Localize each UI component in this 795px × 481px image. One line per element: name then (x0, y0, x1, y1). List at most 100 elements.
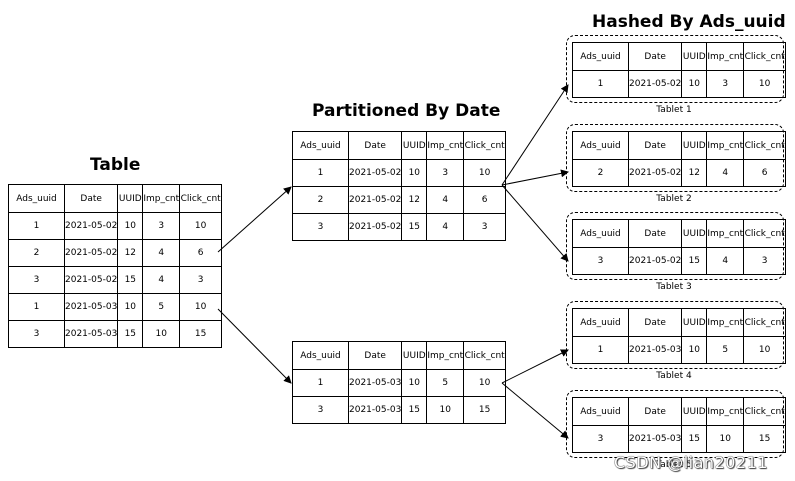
table-cell: 10 (743, 336, 787, 364)
table-cell: 2021-05-03 (63, 320, 119, 348)
table-cell: 15 (401, 213, 428, 241)
column-header: Date (627, 131, 683, 160)
column-header: Click_cnt (743, 219, 787, 248)
column-header: Date (627, 42, 683, 71)
table-cell: 3 (706, 70, 745, 98)
column-header: UUID (681, 131, 708, 160)
column-header: Date (627, 397, 683, 426)
column-header: Imp_cnt (142, 184, 181, 213)
column-header: Date (347, 341, 403, 370)
table-cell: 2021-05-03 (63, 293, 119, 321)
table-cell: 2021-05-02 (63, 239, 119, 267)
table-cell: 3 (572, 425, 629, 453)
table-cell: 2021-05-02 (627, 70, 683, 98)
table-cell: 2021-05-02 (627, 159, 683, 187)
table-cell: 10 (681, 70, 708, 98)
column-header: UUID (117, 184, 144, 213)
table-cell: 15 (401, 396, 428, 424)
column-header: Date (63, 184, 119, 213)
table-cell: 3 (292, 396, 349, 424)
table-cell: 4 (706, 159, 745, 187)
table-cell: 2021-05-03 (627, 425, 683, 453)
table-cell: 15 (463, 396, 507, 424)
table-cell: 6 (743, 159, 787, 187)
arrow-table-to-partition-2 (217, 308, 292, 384)
tablet-4-label: Tablet 4 (656, 371, 692, 381)
table-cell: 5 (426, 369, 465, 397)
table-cell: 15 (743, 425, 787, 453)
partitioned-title: Partitioned By Date (312, 101, 501, 121)
watermark: CSDN @lian20211 (614, 453, 768, 472)
tablet-1-label: Tablet 1 (656, 105, 692, 115)
column-header: UUID (681, 219, 708, 248)
table-cell: 10 (463, 369, 507, 397)
tablet-3-label: Tablet 3 (656, 282, 692, 292)
column-header: Click_cnt (743, 42, 787, 71)
table-cell: 2021-05-03 (347, 396, 403, 424)
column-header: Imp_cnt (706, 42, 745, 71)
table-cell: 1 (292, 369, 349, 397)
table-cell: 10 (401, 369, 428, 397)
table-cell: 15 (117, 266, 144, 294)
column-header: Click_cnt (743, 131, 787, 160)
table-cell: 2021-05-02 (63, 266, 119, 294)
table-cell: 3 (142, 212, 181, 240)
table-cell: 3 (463, 213, 507, 241)
table-cell: 5 (706, 336, 745, 364)
table-cell: 15 (117, 320, 144, 348)
table-cell: 15 (681, 247, 708, 275)
table-cell: 15 (179, 320, 223, 348)
table-cell: 4 (426, 186, 465, 214)
column-header: UUID (401, 131, 428, 160)
column-header: Date (627, 219, 683, 248)
arrow-partition-1-to-tablet-1 (501, 84, 569, 186)
tablet-5-label: Tablet 5 (656, 460, 692, 470)
table-title: Table (90, 155, 141, 175)
column-header: Imp_cnt (706, 308, 745, 337)
table-cell: 10 (681, 336, 708, 364)
table-cell: 2021-05-02 (63, 212, 119, 240)
table-cell: 1 (572, 336, 629, 364)
table-cell: 4 (142, 239, 181, 267)
table-cell: 2021-05-02 (627, 247, 683, 275)
arrow-partition-1-to-tablet-3 (501, 184, 569, 262)
column-header: Click_cnt (463, 341, 507, 370)
table-cell: 12 (681, 159, 708, 187)
column-header: UUID (681, 42, 708, 71)
table-cell: 10 (463, 159, 507, 187)
table-cell: 10 (142, 320, 181, 348)
table-cell: 5 (142, 293, 181, 321)
table-cell: 12 (117, 239, 144, 267)
table-cell: 4 (426, 213, 465, 241)
column-header: UUID (401, 341, 428, 370)
table-cell: 10 (743, 70, 787, 98)
arrow-partition-2-to-tablet-5 (501, 382, 569, 439)
hashed-title: Hashed By Ads_uuid (592, 12, 786, 32)
table-cell: 3 (572, 247, 629, 275)
table-cell: 15 (681, 425, 708, 453)
arrow-table-to-partition-1 (217, 186, 292, 253)
table-cell: 3 (179, 266, 223, 294)
table-cell: 2021-05-03 (627, 336, 683, 364)
table-cell: 3 (743, 247, 787, 275)
